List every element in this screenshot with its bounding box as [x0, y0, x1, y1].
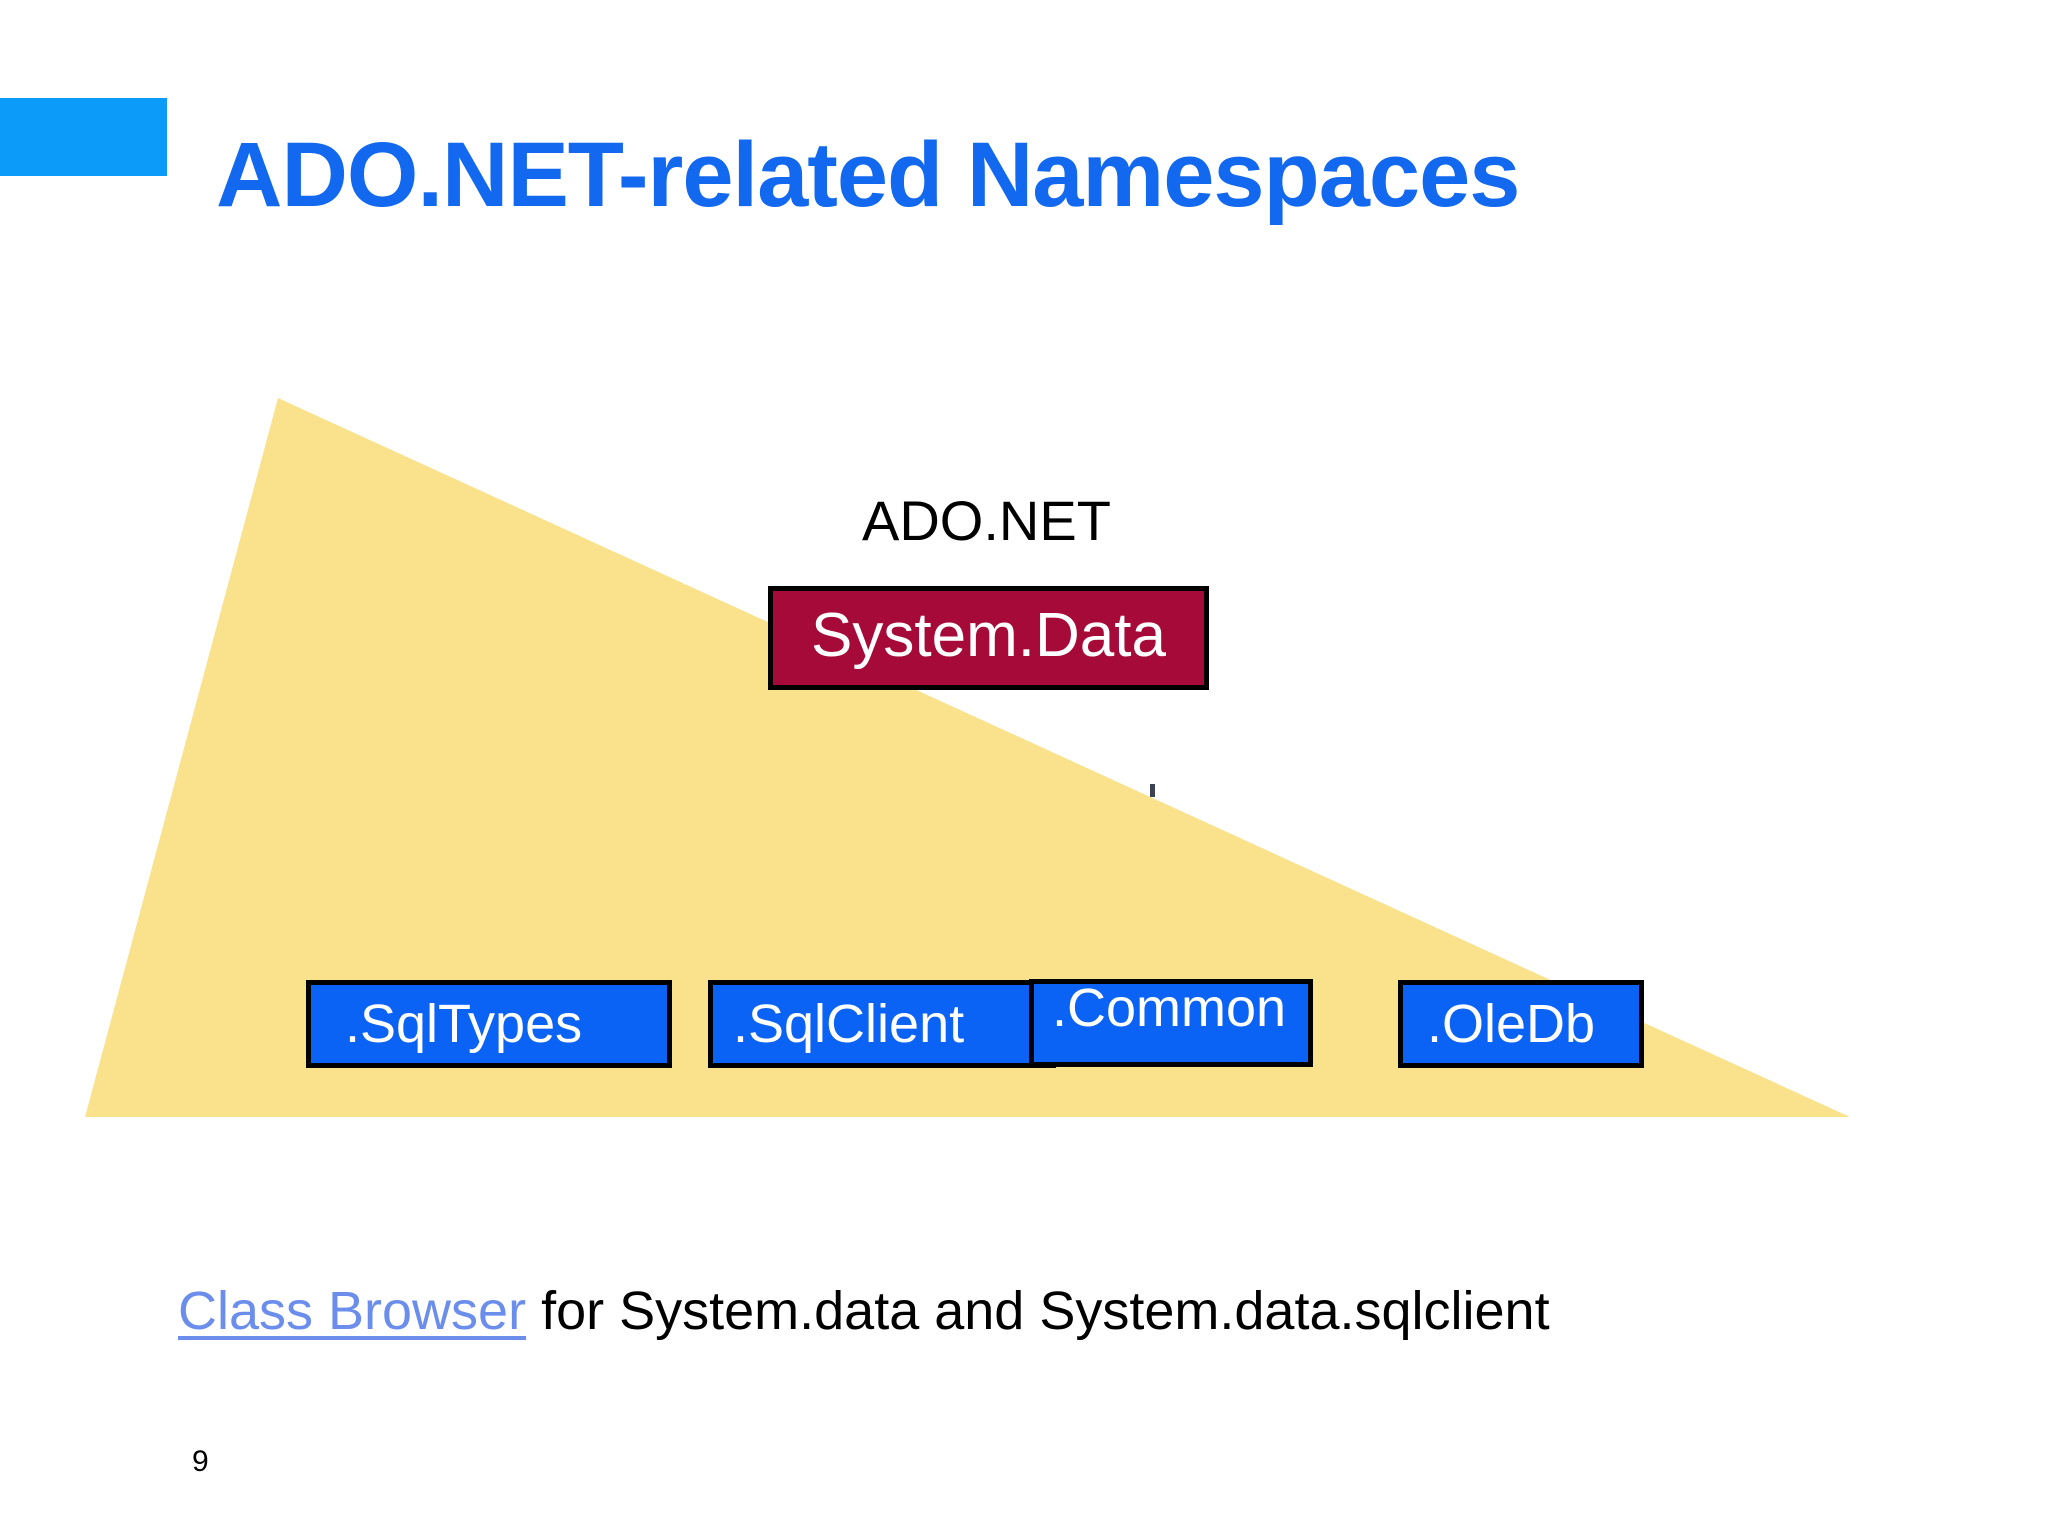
namespace-box-oledb[interactable]: .OleDb	[1398, 980, 1644, 1068]
stray-mark	[1150, 784, 1155, 797]
namespace-box-sqltypes[interactable]: .SqlTypes	[306, 980, 672, 1068]
namespace-box-label: .OleDb	[1427, 994, 1596, 1054]
namespace-box-label: .Common	[1052, 978, 1287, 1039]
namespace-box-common[interactable]: .Common	[1029, 979, 1313, 1067]
page-number: 9	[192, 1445, 209, 1478]
namespace-box-sqlclient[interactable]: .SqlClient	[708, 980, 1056, 1068]
namespace-box-label: .SqlClient	[733, 994, 965, 1054]
namespace-box-label: .SqlTypes	[345, 994, 583, 1054]
title-accent-bar	[0, 98, 167, 176]
caption: Class Browser for System.data and System…	[178, 1280, 1550, 1342]
namespace-box-label: System.Data	[811, 601, 1166, 670]
class-browser-link[interactable]: Class Browser	[178, 1281, 527, 1341]
triangle-polygon	[85, 398, 1850, 1117]
adonet-label: ADO.NET	[862, 489, 1111, 552]
namespace-box-system-data[interactable]: System.Data	[768, 586, 1209, 690]
page-title: ADO.NET-related Namespaces	[216, 123, 1520, 226]
caption-text: for System.data and System.data.sqlclien…	[526, 1281, 1550, 1341]
